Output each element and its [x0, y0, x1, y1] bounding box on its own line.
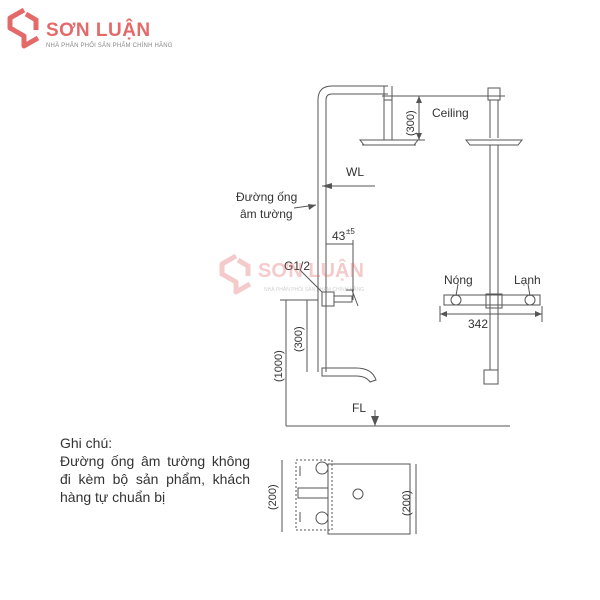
watermark-tagline: NHÀ PHÂN PHỐI SẢN PHẨM CHÍNH HÃNG: [264, 287, 365, 293]
label-g12: G1/2: [284, 259, 310, 273]
tub-spout: [321, 367, 377, 383]
mixer-bar-front: [443, 294, 541, 306]
arm-pipe-inner: [325, 93, 388, 101]
label-200-left: (200): [267, 484, 279, 510]
arm-pipe-outer: [317, 85, 388, 101]
mixer-body: [321, 291, 335, 307]
install-note: Ghi chú: Đường ống âm tường không đi kèm…: [60, 434, 250, 506]
watermark-logo: SƠN LUẬN NHÀ PHÂN PHỐI SẢN PHẨM CHÍNH HÃ…: [218, 252, 418, 302]
shower-head-left: [358, 139, 420, 146]
fl-arrow: [371, 416, 379, 426]
brand-logo: SƠN LUẬN NHÀ PHÂN PHỐI SẢN PHẨM CHÍNH HÃ…: [6, 6, 196, 54]
ceiling-mount-right: [487, 87, 501, 101]
label-wl: WL: [346, 165, 364, 179]
label-43-tolerance: ±5: [346, 227, 355, 236]
note-body: Đường ống âm tường không đi kèm bộ sản p…: [60, 453, 250, 505]
label-lanh: Lạnh: [514, 273, 541, 287]
logo-mark-icon: [7, 7, 40, 49]
label-300-mid: (300): [293, 326, 305, 352]
label-nong: Nóng: [444, 273, 473, 287]
watermark-brand-text: SƠN LUẬN: [258, 260, 364, 282]
logo-tagline: NHÀ PHÂN PHỐI SẢN PHẨM CHÍNH HÃNG: [46, 43, 173, 49]
label-pipe-line2: âm tường: [240, 207, 293, 221]
label-200-right: (200): [401, 490, 413, 516]
label-pipe-line1: Đường ống: [236, 190, 297, 204]
label-fl: FL: [352, 401, 366, 415]
watermark-mark-icon: [219, 253, 252, 295]
note-title: Ghi chú:: [60, 435, 113, 451]
label-1000: (1000): [273, 350, 285, 382]
label-342: 342: [468, 317, 488, 331]
shower-head-right: [464, 139, 524, 146]
handshower-holder: [483, 369, 499, 385]
shower-drop-pipe: [383, 99, 393, 141]
logo-brand-text: SƠN LUẬN: [46, 20, 151, 41]
label-43: 43: [332, 229, 346, 243]
label-ceiling: Ceiling: [432, 106, 469, 120]
label-300-top: (300): [405, 110, 417, 136]
plan-wall-box: [327, 463, 411, 535]
